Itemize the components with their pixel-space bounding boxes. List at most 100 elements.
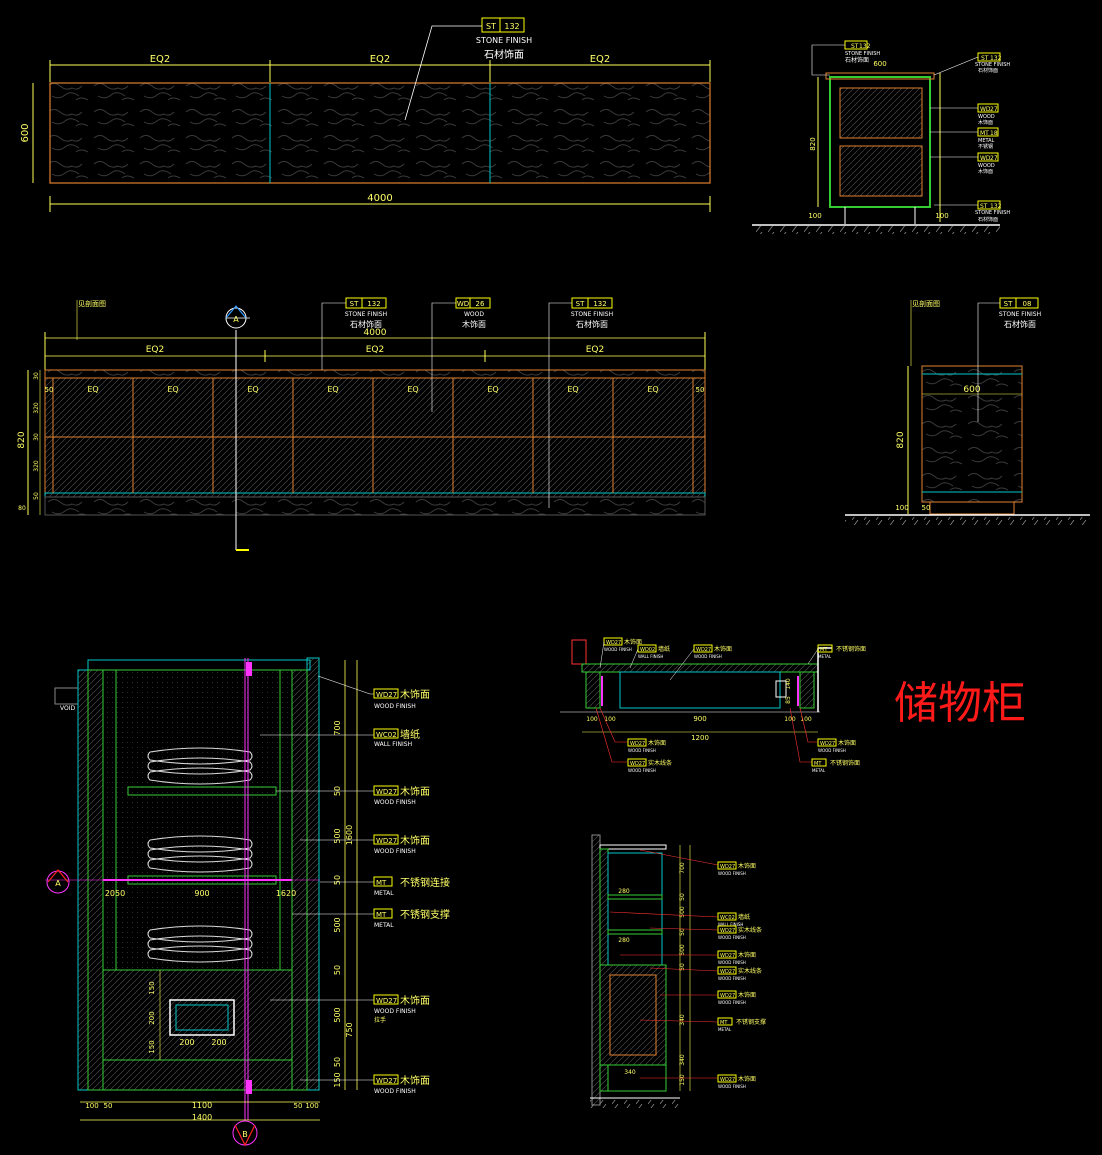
right-dim: 500	[333, 917, 342, 932]
inner-dim: 340	[624, 1069, 636, 1076]
bottom-dim: 1100	[192, 1101, 212, 1110]
tag-label-en: WOOD FINISH	[374, 703, 416, 710]
tag-label-en: WOOD FINISH	[718, 1084, 746, 1089]
tag-label-cn: 木饰面	[978, 168, 993, 175]
base-dim: 100	[808, 212, 821, 220]
section-marker-a: A	[225, 305, 250, 551]
tag-code: WD27	[720, 1077, 735, 1083]
tag-label-cn: 木饰面	[400, 1074, 430, 1087]
door-eq: EQ	[487, 385, 498, 394]
tag-code: MT	[720, 1020, 728, 1026]
section-dim: 50	[679, 928, 686, 936]
void-label: VOID	[60, 705, 75, 712]
drawer-handle	[175, 1004, 229, 1031]
width-dim: 4000	[364, 328, 387, 338]
drawing-title: 储物柜	[894, 678, 1026, 729]
tag-code: ST	[851, 43, 859, 50]
floor-hatch	[752, 226, 1000, 234]
tag-number: 27	[990, 155, 998, 162]
tag-label-en: WOOD FINISH	[628, 748, 656, 753]
wardrobe-tag: WC02 墙纸 WALL FINISH	[260, 728, 420, 748]
tag-label-cn: 木饰面	[400, 834, 430, 847]
side-tag-right-1: ST 132 STONE FINISH 石材饰面	[933, 52, 1010, 76]
plan-tag: WD02 墙纸 WALL FINISH	[629, 644, 670, 669]
tag-label-cn: 石材饰面	[350, 319, 382, 329]
plan-tag: MT 不锈钢饰面 METAL	[807, 644, 866, 665]
tag-label-cn: 木饰面	[738, 862, 756, 870]
v-dim: 30	[33, 372, 40, 380]
tag-label-cn: 石材饰面	[484, 48, 524, 61]
tag-label-cn: 不锈钢饰面	[836, 645, 866, 653]
tag-label-cn: 墙纸	[658, 645, 670, 653]
tag-label-en: WALL FINISH	[718, 922, 743, 927]
tag-code: MT	[820, 647, 828, 653]
door-eq: EQ	[87, 385, 98, 394]
base-dim: 50	[922, 504, 931, 512]
plan-tag: MT 不锈钢饰面 METAL	[789, 707, 860, 773]
tag-number: 08	[1023, 300, 1032, 308]
door-eq: EQ	[567, 385, 578, 394]
tag-code: WD27	[720, 993, 735, 999]
tag-label-cn: 石材饰面	[1004, 319, 1036, 329]
top-panel	[87, 659, 311, 671]
shelf-dim: 900	[194, 889, 209, 898]
door-eq: EQ	[647, 385, 658, 394]
plan-total: 1200	[691, 734, 709, 742]
tag-label-cn: 石材饰面	[978, 67, 998, 74]
back-wall	[591, 834, 601, 1106]
marker-b-bottom: B	[232, 1120, 258, 1147]
marker-a-left: A	[45, 869, 320, 894]
interior	[619, 671, 781, 709]
tag-code: WD27	[696, 647, 711, 653]
floor-hatch	[845, 517, 1090, 525]
plan-dim: 100	[604, 716, 616, 723]
tag-label-en: WOOD FINISH	[718, 960, 746, 965]
section-tags: WD27 木饰面 WOOD FINISH WC02 墙纸 WALL FINISH…	[609, 849, 766, 1089]
plan-side-dim: 140	[785, 678, 792, 690]
side-section-view: 600 820 100 100 ST 132 STONE FINISH 石材饰面…	[752, 40, 1010, 234]
plinth	[929, 501, 1015, 515]
side-dim: 50	[45, 386, 54, 394]
total-width: 1400	[192, 1113, 212, 1122]
section-tag: WD27 实木线条 WOOD FINISH	[649, 925, 762, 940]
tag-label-en: STONE FINISH	[345, 311, 387, 318]
tag-label-cn: 木饰面	[462, 319, 486, 329]
magenta-marker	[246, 662, 252, 676]
base-dim: 100	[895, 504, 908, 512]
upper-compartment	[607, 852, 663, 966]
cabinet-front	[44, 377, 706, 504]
tag-code: WD27	[820, 741, 835, 747]
plan-section-view: 100 100 900 100 100 1200 140 85 WD27 木饰面…	[560, 637, 866, 773]
back-panel	[581, 663, 819, 673]
section-dim: 500	[679, 906, 686, 918]
tag-label-cn: 墙纸	[400, 728, 420, 741]
tag-number: 132	[367, 300, 380, 308]
tag-label-en: WOOD	[978, 163, 995, 169]
section-dim: 50	[679, 963, 686, 971]
eq-label: EQ2	[366, 345, 385, 355]
floor-hatch	[590, 1100, 680, 1108]
tag-label-cn: 木饰面	[714, 645, 732, 653]
eq-label: EQ2	[146, 345, 165, 355]
width-dim: 4000	[367, 193, 392, 204]
front-elevation-view: 见剖面图 4000 EQ2 EQ2 EQ2 EQ EQ	[17, 297, 706, 551]
tag-label-en: STONE FINISH	[476, 36, 532, 45]
tag-label-en: WOOD	[464, 311, 484, 318]
tag-number: 132	[990, 55, 1002, 62]
shelf	[607, 894, 663, 900]
section-dim: 500	[679, 944, 686, 956]
tag-code: WD27	[376, 788, 397, 796]
shelf-dim: 1620	[276, 889, 296, 898]
material-tag-box	[481, 17, 525, 33]
hanging-area	[102, 669, 293, 971]
bottom-dim: 50	[294, 1102, 303, 1110]
marker-letter: B	[242, 1130, 248, 1139]
section-tag: WD27 木饰面 WOOD FINISH	[660, 990, 756, 1005]
side-tag-right-4: WD 27 WOOD 木饰面	[930, 152, 999, 175]
front-tag-1: ST 132 STONE FINISH 石材饰面	[321, 297, 387, 370]
door-eq: EQ	[407, 385, 418, 394]
tag-code: MT	[376, 879, 387, 887]
tag-code: WD27	[630, 741, 645, 747]
marker-letter: A	[55, 879, 61, 888]
